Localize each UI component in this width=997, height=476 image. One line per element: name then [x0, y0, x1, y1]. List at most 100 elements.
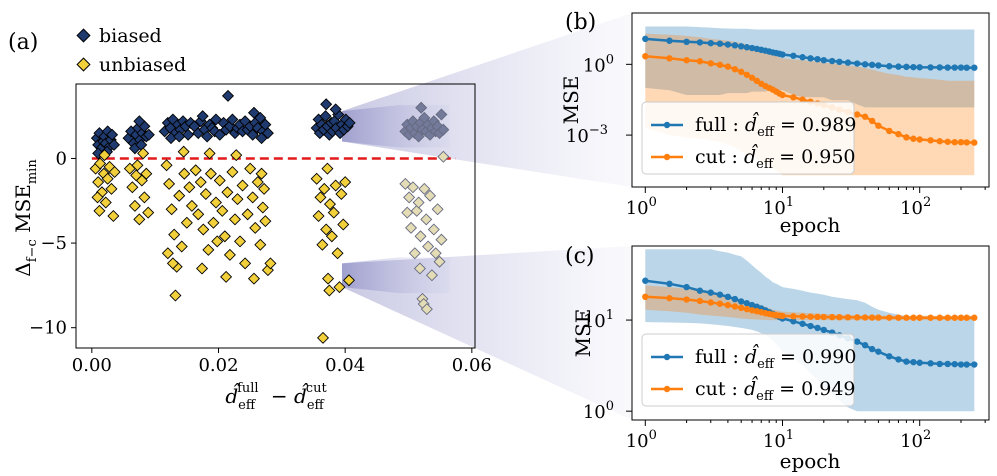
- point-biased: [255, 132, 268, 145]
- marker-full: [683, 38, 690, 46]
- point-biased: [226, 113, 239, 126]
- point-unbiased: [412, 196, 425, 209]
- marker-full: [963, 361, 970, 368]
- point-unbiased: [408, 247, 421, 260]
- point-unbiased: [99, 196, 112, 209]
- marker-full: [716, 291, 724, 298]
- marker-cut: [814, 313, 821, 321]
- marker-cut: [779, 91, 786, 99]
- point-unbiased: [239, 257, 252, 270]
- marker-cut: [861, 113, 869, 120]
- marker-cut: [696, 58, 704, 65]
- marker-full: [724, 293, 732, 301]
- point-unbiased: [410, 204, 423, 217]
- x-tick-label: 102: [900, 195, 931, 219]
- marker-cut: [910, 314, 917, 321]
- x-tick-label: 0.00: [72, 355, 112, 376]
- point-unbiased: [316, 238, 329, 251]
- y-tick-label: −10: [29, 318, 67, 339]
- point-biased: [173, 130, 186, 143]
- point-unbiased: [413, 262, 426, 275]
- marker-cut: [853, 111, 861, 118]
- marker-full: [853, 60, 861, 67]
- marker-cut: [799, 96, 806, 103]
- marker-full: [743, 44, 751, 51]
- point-biased: [437, 123, 450, 136]
- point-unbiased: [323, 284, 336, 297]
- x-axis-label: epoch: [780, 213, 841, 237]
- point-unbiased: [246, 191, 259, 204]
- marker-cut: [861, 314, 869, 321]
- marker-cut: [944, 314, 951, 321]
- marker-cut: [666, 294, 673, 302]
- point-unbiased: [211, 235, 224, 248]
- point-unbiased: [258, 182, 271, 195]
- marker-full: [737, 43, 745, 50]
- point-unbiased: [231, 193, 244, 206]
- marker-full: [944, 64, 951, 71]
- marker-full: [916, 359, 923, 366]
- point-unbiased: [105, 182, 118, 195]
- marker-full: [927, 64, 934, 71]
- point-unbiased: [259, 215, 272, 228]
- legend-marker-biased: [76, 28, 91, 43]
- marker-full: [799, 54, 806, 61]
- marker-full: [895, 63, 902, 70]
- point-unbiased: [189, 164, 202, 177]
- x-axis-label: epoch: [780, 449, 841, 473]
- marker-cut: [916, 314, 923, 321]
- point-unbiased: [175, 240, 188, 253]
- point-unbiased: [142, 206, 155, 219]
- point-biased: [319, 110, 332, 123]
- plot-frame: [75, 83, 476, 349]
- curves: [642, 249, 978, 412]
- legend: full : d̂eff = 0.990 cut : d̂eff = 0.949: [641, 333, 856, 407]
- marker-full: [807, 322, 814, 330]
- point-biased: [246, 128, 259, 141]
- marker-full: [731, 295, 739, 303]
- band-cut: [645, 285, 975, 321]
- marker-cut: [737, 68, 745, 76]
- point-unbiased: [202, 243, 215, 256]
- point-unbiased: [401, 206, 414, 219]
- marker-cut: [868, 314, 876, 321]
- marker-full: [724, 41, 732, 48]
- point-unbiased: [98, 149, 111, 162]
- point-biased: [135, 138, 148, 151]
- x-tick-label: 100: [626, 428, 657, 452]
- marker-full: [927, 360, 934, 367]
- point-unbiased: [130, 169, 143, 182]
- point-unbiased: [435, 233, 448, 246]
- point-biased: [182, 128, 195, 141]
- marker-full: [683, 283, 690, 291]
- point-unbiased: [249, 221, 262, 234]
- marker-full: [642, 277, 649, 284]
- point-unbiased: [323, 198, 336, 211]
- legend-label-cut: cut : d̂eff = 0.950: [695, 143, 856, 172]
- marker-cut: [642, 293, 649, 301]
- point-unbiased: [165, 203, 178, 216]
- point-biased: [254, 111, 267, 124]
- marker-cut: [683, 296, 690, 303]
- point-unbiased: [255, 167, 268, 180]
- marker-cut: [707, 299, 714, 306]
- marker-cut: [820, 313, 827, 321]
- marker-full: [963, 64, 970, 71]
- point-unbiased: [137, 147, 150, 160]
- point-unbiased: [192, 208, 205, 221]
- legend-box: [641, 333, 855, 407]
- marker-cut: [895, 130, 902, 138]
- point-unbiased: [254, 238, 267, 251]
- point-unbiased: [425, 269, 438, 282]
- point-unbiased: [247, 272, 260, 285]
- marker-full: [799, 320, 806, 327]
- point-unbiased: [312, 209, 325, 223]
- point-biased: [196, 110, 209, 123]
- point-biased: [247, 106, 260, 119]
- marker-cut: [790, 94, 797, 101]
- marker-cut: [886, 314, 893, 321]
- marker-cut: [737, 304, 745, 312]
- panel-label-a: (a): [8, 30, 38, 55]
- x-tick-label: 0.02: [198, 355, 238, 376]
- marker-full: [642, 35, 649, 43]
